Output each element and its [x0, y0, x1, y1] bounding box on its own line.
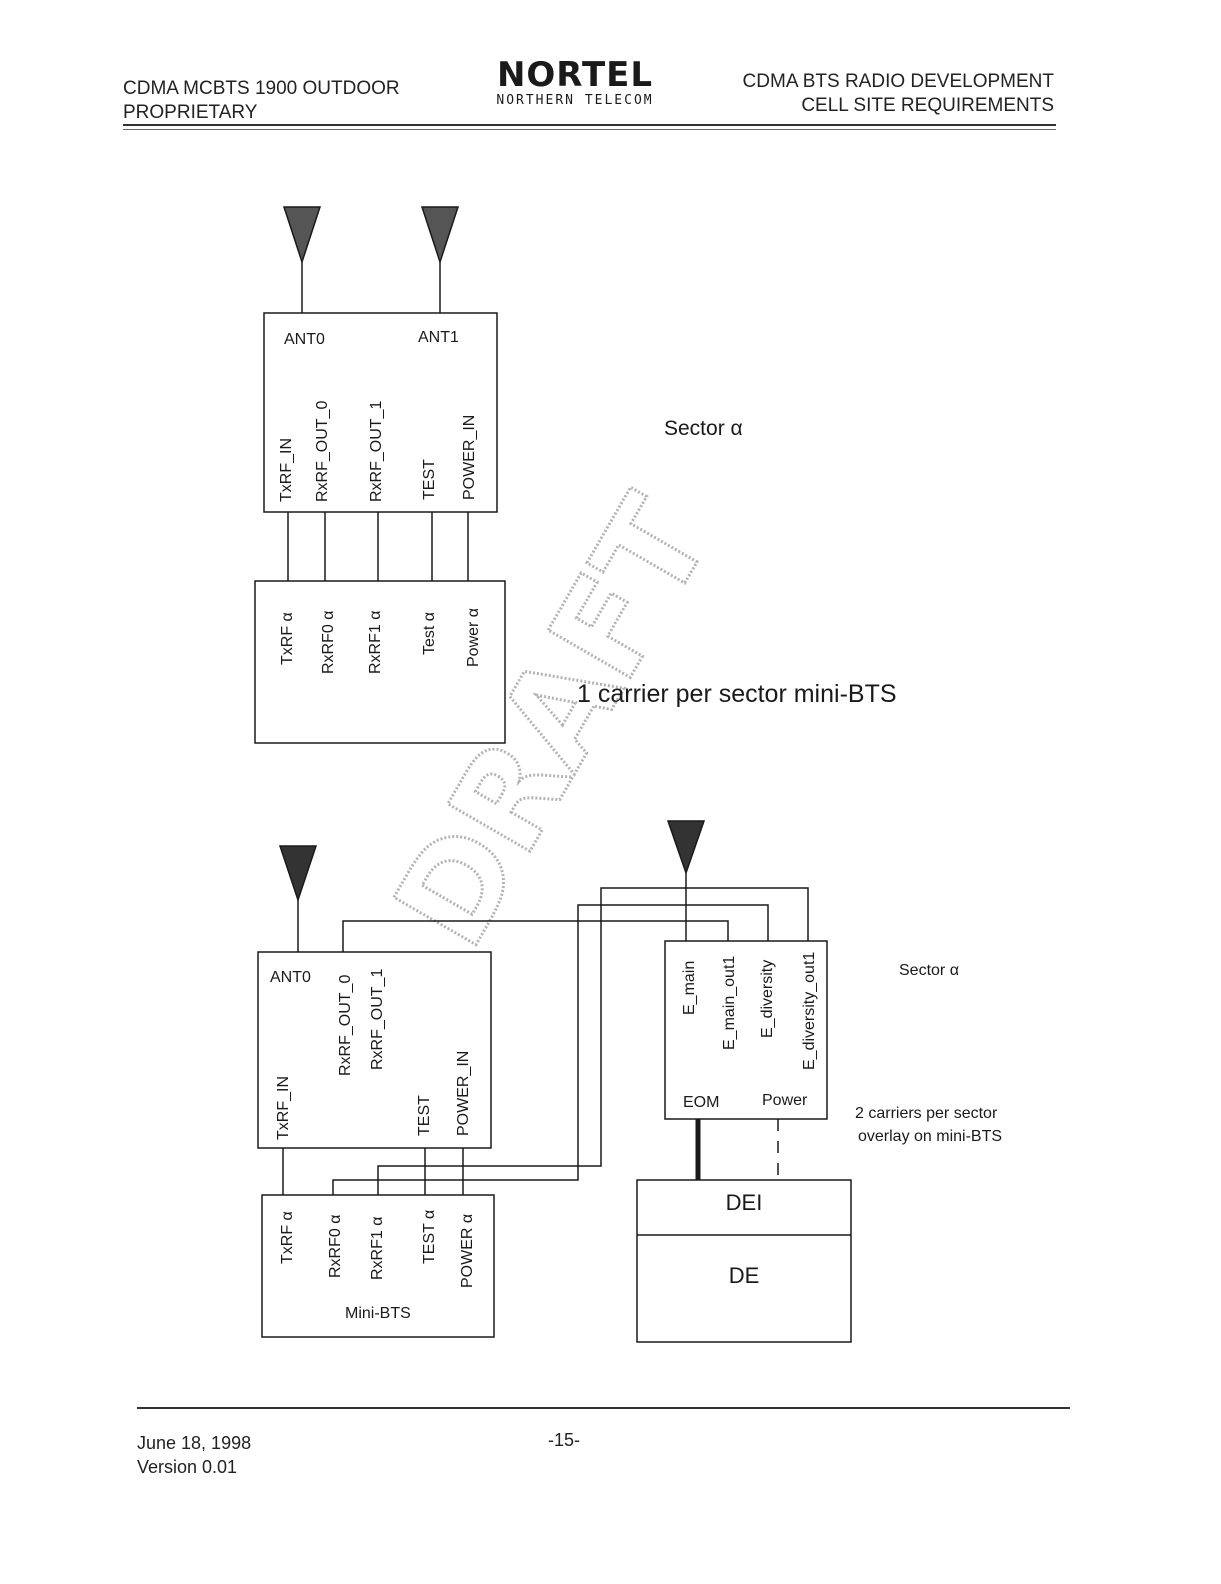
d2-routing-line: [377, 887, 809, 1195]
de-label: DE: [729, 1263, 760, 1288]
eom-port-label: E_diversity: [759, 960, 776, 1038]
header-left-line1: CDMA MCBTS 1900 OUTDOOR: [123, 78, 400, 99]
page-number: -15-: [548, 1430, 581, 1450]
dei-label: DEI: [726, 1190, 763, 1215]
header-rule-top: [123, 124, 1056, 126]
d1-port-label: RxRF_OUT_0: [314, 401, 331, 502]
d2-port-label: RxRF_OUT_1: [369, 969, 386, 1070]
d2-caption-line2: overlay on mini-BTS: [858, 1128, 1002, 1145]
d1-ant1-label: ANT1: [418, 329, 459, 346]
d2-routing-line: [332, 904, 769, 1195]
d1-radio-port-label: Test α: [421, 612, 438, 655]
mini-bts-port-label: POWER α: [459, 1214, 476, 1288]
d2-port-label: TEST: [416, 1095, 433, 1136]
mini-bts-port-label: RxRF1 α: [369, 1217, 386, 1280]
diagram-1: [254, 206, 506, 744]
antenna-icon: [282, 206, 322, 265]
eom-power-label: Power: [762, 1092, 808, 1109]
d1-port-label: TEST: [421, 459, 438, 500]
logo-main-text: NORTEL: [496, 55, 654, 95]
d2-caption-line1: 2 carriers per sector: [855, 1105, 998, 1122]
d2-port-label: POWER_IN: [455, 1051, 472, 1136]
mini-bts-port-label: TxRF α: [279, 1211, 296, 1264]
eom-label: EOM: [683, 1094, 719, 1111]
mini-bts-label: Mini-BTS: [345, 1305, 411, 1322]
header-right-line1: CDMA BTS RADIO DEVELOPMENT: [742, 71, 1054, 92]
eom-box: [664, 940, 828, 1120]
header-rule-bottom: [123, 129, 1056, 130]
footer-date: June 18, 1998: [137, 1433, 252, 1453]
d1-radio-box: [254, 580, 506, 744]
d1-radio-port-label: RxRF0 α: [320, 611, 337, 674]
d1-port-label: TxRF_IN: [278, 438, 295, 502]
d1-radio-port-label: Power α: [465, 608, 482, 667]
d2-antenna-interface-box: [257, 951, 492, 1149]
footer-version: Version 0.01: [137, 1457, 238, 1477]
d1-sector-label: Sector α: [664, 417, 743, 440]
eom-port-label: E_main: [681, 961, 698, 1015]
d2-ant0-label: ANT0: [270, 969, 311, 986]
nortel-logo: NORTEL NORTHERN TELECOM: [470, 55, 680, 108]
d2-port-label: TxRF_IN: [275, 1076, 292, 1140]
d2-routing-line: [342, 920, 729, 952]
draft-watermark: DRAFT: [365, 474, 740, 971]
eom-port-label: E_diversity_out1: [801, 952, 818, 1070]
logo-sub-text: NORTHERN TELECOM: [496, 93, 654, 108]
d1-radio-port-label: RxRF1 α: [367, 611, 384, 674]
de-box: [636, 1179, 852, 1343]
mini-bts-port-label: RxRF0 α: [327, 1215, 344, 1278]
d1-port-label: RxRF_OUT_1: [368, 401, 385, 502]
d1-caption: 1 carrier per sector mini-BTS: [577, 680, 897, 708]
header-right-line2: CELL SITE REQUIREMENTS: [801, 95, 1054, 116]
header-left-line2: PROPRIETARY: [123, 102, 258, 123]
d1-radio-port-label: TxRF α: [279, 612, 296, 665]
footer-rule: [137, 1407, 1070, 1409]
antenna-icon: [278, 845, 318, 903]
d2-port-label: RxRF_OUT_0: [337, 975, 354, 1076]
d1-port-label: POWER_IN: [461, 415, 478, 500]
diagram-2: [257, 820, 852, 1343]
antenna-icon: [666, 820, 706, 876]
antenna-icon: [420, 206, 460, 265]
d1-antenna-interface-box: [263, 312, 498, 513]
eom-port-label: E_main_out1: [721, 956, 738, 1050]
d2-sector-label: Sector α: [899, 962, 959, 979]
d1-ant0-label: ANT0: [284, 331, 325, 348]
mini-bts-port-label: TEST α: [421, 1210, 438, 1264]
